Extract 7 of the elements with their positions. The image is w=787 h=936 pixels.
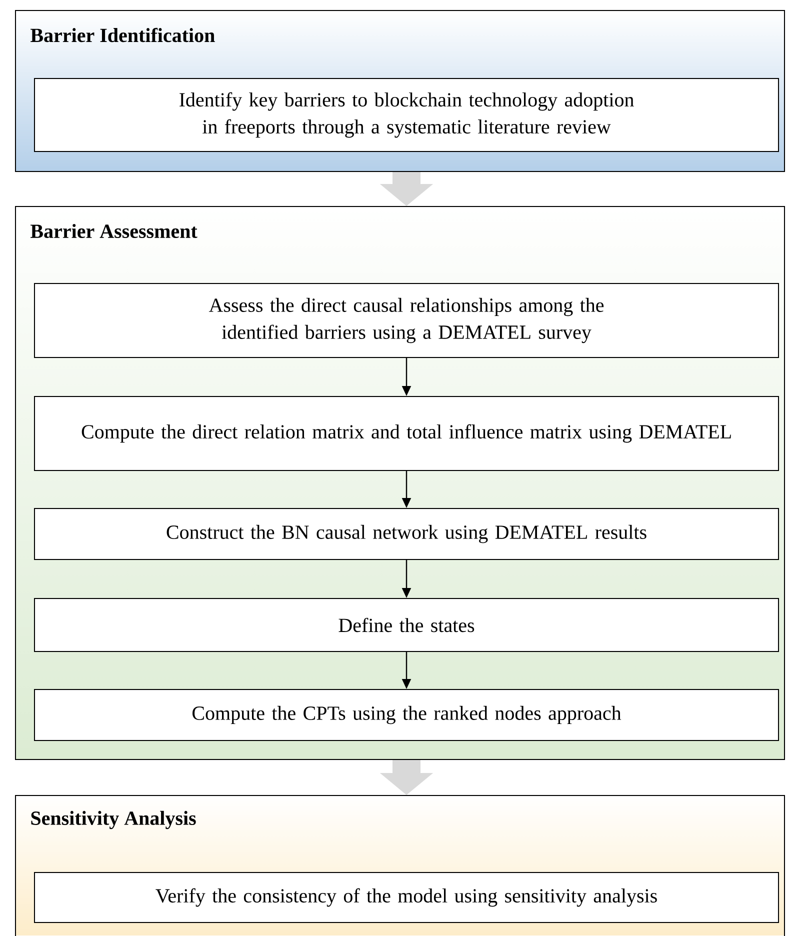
step-box: Assess the direct causal relationships among the identified barriers using a DEMATEL survey — [34, 283, 779, 358]
step-box: Define the states — [34, 598, 779, 652]
step-box: Identify key barriers to blockchain technology adoption in freeports through a systematic literature review — [34, 78, 779, 152]
step-box: Verify the consistency of the model using sensitivity analysis — [34, 872, 779, 923]
step-box: Compute the direct relation matrix and total influence matrix using DEMATEL — [34, 396, 779, 471]
step-box: Compute the CPTs using the ranked nodes approach — [34, 689, 779, 741]
step-box: Construct the BN causal network using DEMATEL results — [34, 508, 779, 560]
